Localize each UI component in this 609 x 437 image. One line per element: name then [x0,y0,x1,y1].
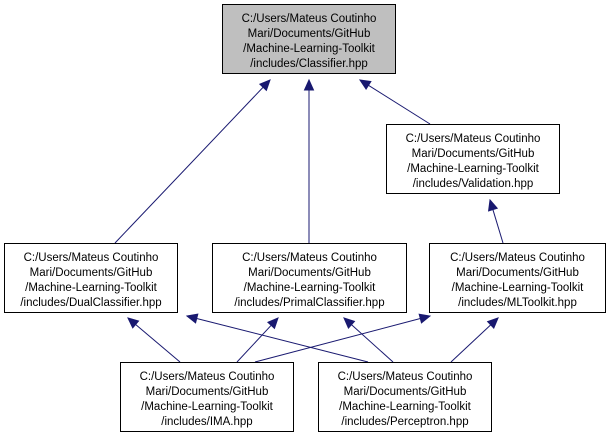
node-primalclassifier[interactable]: C:/Users/Mateus CoutinhoMari/Documents/G… [212,243,407,313]
node-label-line: /includes/DualClassifier.hpp [20,297,161,309]
node-box [212,243,407,313]
node-layer: C:/Users/Mateus CoutinhoMari/Documents/G… [4,4,606,432]
node-label-line: /includes/Classifier.hpp [250,58,368,70]
arrowhead-icon [303,78,315,91]
arrowhead-icon [266,317,279,330]
node-label-line: Mari/Documents/GitHub [412,148,535,160]
node-box [222,4,396,74]
arrowhead-icon [185,313,199,324]
node-perceptron[interactable]: C:/Users/Mateus CoutinhoMari/Documents/G… [318,362,492,432]
edge-ima-to-primalclassifier [236,324,272,363]
node-box [386,124,560,194]
edge-perceptron-to-primalclassifier [351,324,394,363]
edge-perceptron-to-mltoolkit [450,324,492,363]
node-classifier[interactable]: C:/Users/Mateus CoutinhoMari/Documents/G… [222,4,396,74]
arrowhead-icon [343,317,356,329]
node-label-line: /includes/Perceptron.hpp [341,416,468,428]
node-dualclassifier[interactable]: C:/Users/Mateus CoutinhoMari/Documents/G… [4,243,178,313]
node-label-line: C:/Users/Mateus Coutinho [242,252,377,264]
node-label-line: C:/Users/Mateus Coutinho [24,252,159,264]
node-label-line: C:/Users/Mateus Coutinho [140,371,275,383]
arrowhead-icon [258,79,271,92]
node-ima[interactable]: C:/Users/Mateus CoutinhoMari/Documents/G… [120,362,294,432]
edge-perceptron-to-dualclassifier [196,317,369,363]
node-label-line: /Machine-Learning-Toolkit [339,401,471,413]
edge-ima-to-dualclassifier [135,324,181,363]
edge-validation-to-classifier [368,84,431,125]
node-box [429,243,606,313]
node-label-line: /Machine-Learning-Toolkit [25,282,157,294]
node-label-line: /includes/PrimalClassifier.hpp [234,297,384,309]
node-label-line: /includes/IMA.hpp [161,416,252,428]
node-label-line: /Machine-Learning-Toolkit [452,282,584,294]
edge-dualclassifier-to-classifier [114,86,264,244]
arrowhead-icon [127,317,140,329]
node-label-line: /includes/MLToolkit.hpp [458,297,577,309]
edge-layer [114,78,504,363]
node-label-line: /Machine-Learning-Toolkit [244,282,376,294]
arrowhead-icon [418,313,432,324]
arrowhead-icon [358,79,372,91]
node-label-line: Mari/Documents/GitHub [248,28,371,40]
node-label-line: C:/Users/Mateus Coutinho [338,371,473,383]
node-label-line: /Machine-Learning-Toolkit [407,163,539,175]
node-label-line: /includes/Validation.hpp [413,178,534,190]
node-label-line: Mari/Documents/GitHub [146,386,269,398]
node-label-line: /Machine-Learning-Toolkit [243,43,375,55]
node-label-line: Mari/Documents/GitHub [30,267,153,279]
node-box [318,362,492,432]
edge-ima-to-mltoolkit [254,318,421,363]
node-label-line: /Machine-Learning-Toolkit [141,401,273,413]
arrowhead-icon [486,317,499,330]
node-box [120,362,294,432]
arrowhead-icon [487,198,499,212]
node-label-line: C:/Users/Mateus Coutinho [242,13,377,25]
node-label-line: C:/Users/Mateus Coutinho [406,133,541,145]
node-label-line: Mari/Documents/GitHub [344,386,467,398]
node-box [4,243,178,313]
node-label-line: C:/Users/Mateus Coutinho [450,252,585,264]
node-validation[interactable]: C:/Users/Mateus CoutinhoMari/Documents/G… [386,124,560,194]
node-label-line: Mari/Documents/GitHub [248,267,371,279]
edge-mltoolkit-to-validation [492,209,504,244]
node-mltoolkit[interactable]: C:/Users/Mateus CoutinhoMari/Documents/G… [429,243,606,313]
node-label-line: Mari/Documents/GitHub [456,267,579,279]
